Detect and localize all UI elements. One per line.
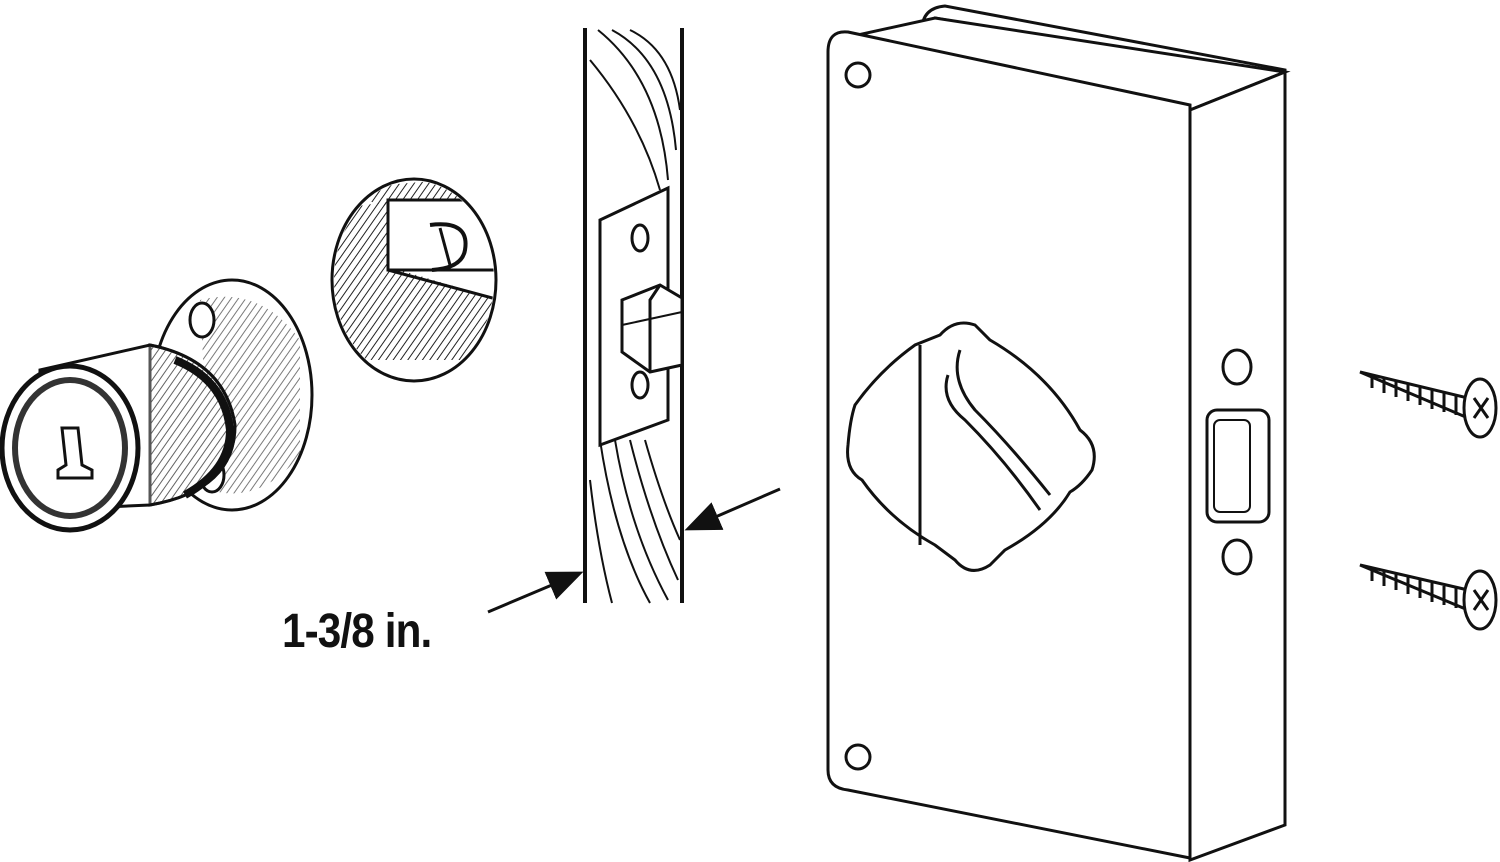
wood-screw-top bbox=[1359, 370, 1498, 439]
door-thickness-label: 1-3/8 in. bbox=[282, 605, 432, 658]
dimension-arrows bbox=[487, 487, 781, 614]
door-edge-with-latch bbox=[583, 28, 684, 604]
wood-screw-bottom bbox=[1359, 563, 1498, 631]
lock-cylinder bbox=[0, 278, 314, 533]
latch-detail-inset bbox=[330, 177, 498, 383]
wrap-around-door-plate bbox=[826, 4, 1291, 862]
